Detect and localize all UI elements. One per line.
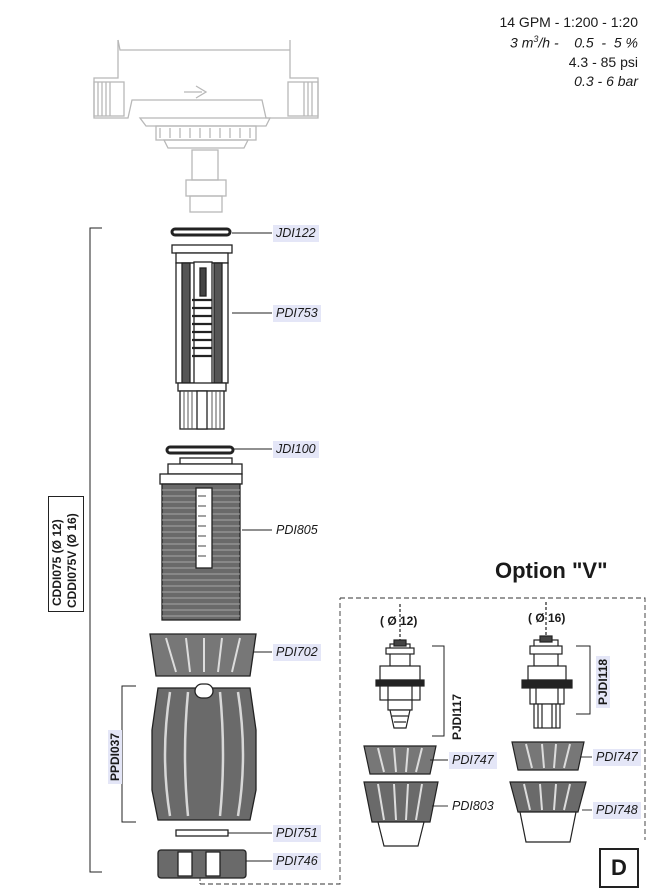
spec-flow-percent: 3 m3/h - 0.5 - 5 % (510, 34, 638, 51)
option-v-frame (200, 597, 646, 885)
o-ring-jdi122 (170, 227, 232, 237)
label-pdi753: PDI753 (273, 305, 321, 322)
pump-body-faded (93, 39, 319, 213)
label-pdi751: PDI751 (273, 825, 321, 842)
label-jdi122: JDI122 (273, 225, 319, 242)
spec-flow-ratio: 14 GPM - 1:200 - 1:20 (499, 14, 638, 30)
o-ring-jdi100 (165, 445, 235, 455)
label-pdi747-a: PDI747 (449, 752, 497, 769)
spec-bar: 0.3 - 6 bar (574, 73, 638, 89)
label-pdi746: PDI746 (273, 853, 321, 870)
nut-pdi702 (149, 633, 257, 677)
leader-lines-option (430, 756, 592, 811)
group-cddi075-line1: CDDI075 (Ø 12) (50, 519, 64, 606)
gasket-pdi751 (175, 829, 229, 837)
group-pjdi117: PJDI117 (450, 693, 464, 740)
bracket-cddi075 (89, 227, 102, 873)
nut-pdi747-a (363, 745, 437, 775)
leader-lines (228, 232, 272, 862)
spec-psi: 4.3 - 85 psi (568, 54, 638, 70)
bowl-ppdi037 (151, 683, 257, 821)
label-pdi702: PDI702 (273, 644, 321, 661)
spec-flow-unit: 3 m (510, 34, 534, 51)
nut-pdi747-b (511, 741, 585, 771)
cap-pdi803 (363, 781, 439, 847)
page-letter-box: D (599, 848, 639, 888)
bracket-ppdi037 (121, 685, 136, 823)
option-v-title: Option "V" (495, 558, 608, 583)
group-pjdi118: PJDI118 (596, 655, 610, 708)
label-jdi100: JDI100 (273, 441, 319, 458)
group-cddi075-line2: CDDI075V (Ø 16) (65, 513, 79, 608)
bracket-pjdi117 (432, 645, 445, 737)
injector-pjdi118 (521, 602, 573, 729)
cap-pdi746 (157, 849, 247, 879)
piston-pdi753 (171, 244, 233, 430)
body-pdi805 (159, 457, 243, 621)
label-pdi805: PDI805 (276, 523, 318, 537)
group-ppdi037: PPDI037 (108, 729, 122, 784)
label-pdi748: PDI748 (593, 802, 641, 819)
page-letter: D (611, 855, 627, 880)
injector-pjdi117 (375, 604, 425, 729)
spec-flow-sup: 3 (533, 34, 539, 44)
bracket-pjdi118 (576, 645, 591, 715)
label-pdi803: PDI803 (452, 799, 494, 813)
label-pdi747-b: PDI747 (593, 749, 641, 766)
spec-flow-rest: /h - 0.5 - 5 % (538, 34, 638, 51)
cap-pdi748 (509, 781, 587, 843)
group-cddi075-box (48, 496, 84, 612)
diameter-16: ( Ø 16) (528, 611, 566, 625)
diameter-12: ( Ø 12) (380, 614, 418, 628)
